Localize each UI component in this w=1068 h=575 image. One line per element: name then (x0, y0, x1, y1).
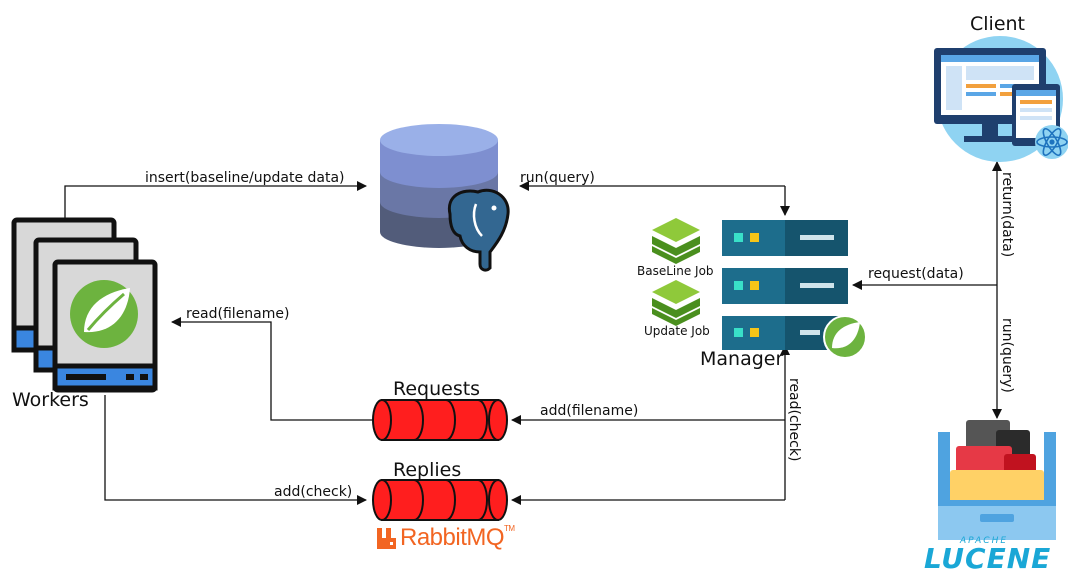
update-job-label: Update Job (644, 324, 710, 338)
replies-queue-label: Replies (393, 459, 462, 481)
manager-label: Manager (700, 348, 784, 370)
client-label: Client (970, 13, 1026, 35)
edge-insert (64, 181, 367, 220)
rabbitmq-logo-icon (377, 528, 396, 549)
edge-label-add-check: add(check) (274, 484, 353, 500)
requests-queue-label: Requests (393, 378, 481, 400)
baseline-job-icon (652, 218, 700, 264)
lucene-wordmark: LUCENE (924, 542, 1052, 575)
workers-icon (11, 217, 158, 393)
edge-read-check (511, 345, 790, 505)
edge-label-run-query-lucene: run(query) (999, 318, 1015, 393)
rabbitmq-tm: TM (504, 524, 515, 533)
manager-server-icon (722, 220, 867, 359)
lucene-index-icon (938, 420, 1056, 540)
edge-label-read-filename: read(filename) (186, 306, 290, 322)
requests-queue-icon (372, 399, 508, 441)
react-logo-icon (1035, 125, 1068, 159)
edge-label-insert: insert(baseline/update data) (145, 170, 345, 186)
baseline-job-label: BaseLine Job (637, 264, 714, 278)
edge-label-request-data: request(data) (868, 266, 964, 282)
spring-leaf-icon (70, 280, 138, 348)
edge-label-add-filename: add(filename) (540, 403, 639, 419)
spring-leaf-icon (823, 315, 867, 359)
apache-wordmark: APACHE (960, 536, 1009, 546)
update-job-icon (652, 280, 700, 326)
edge-label-return-data: return(data) (999, 172, 1015, 258)
client-devices-icon (934, 36, 1068, 162)
edge-label-run-query-db: run(query) (520, 170, 595, 186)
rabbitmq-wordmark: RabbitMQ (400, 524, 505, 551)
replies-queue-icon (372, 479, 508, 521)
edge-label-read-check: read(check) (786, 378, 802, 462)
edge-read-filename (171, 317, 372, 421)
edge-run-query-db (519, 181, 790, 216)
workers-label: Workers (12, 389, 89, 411)
rabbitmq-logo: RabbitMQTM (378, 524, 515, 552)
postgresql-elephant-icon (447, 188, 510, 272)
edge-add-check (104, 395, 367, 505)
database-icon (380, 124, 510, 272)
